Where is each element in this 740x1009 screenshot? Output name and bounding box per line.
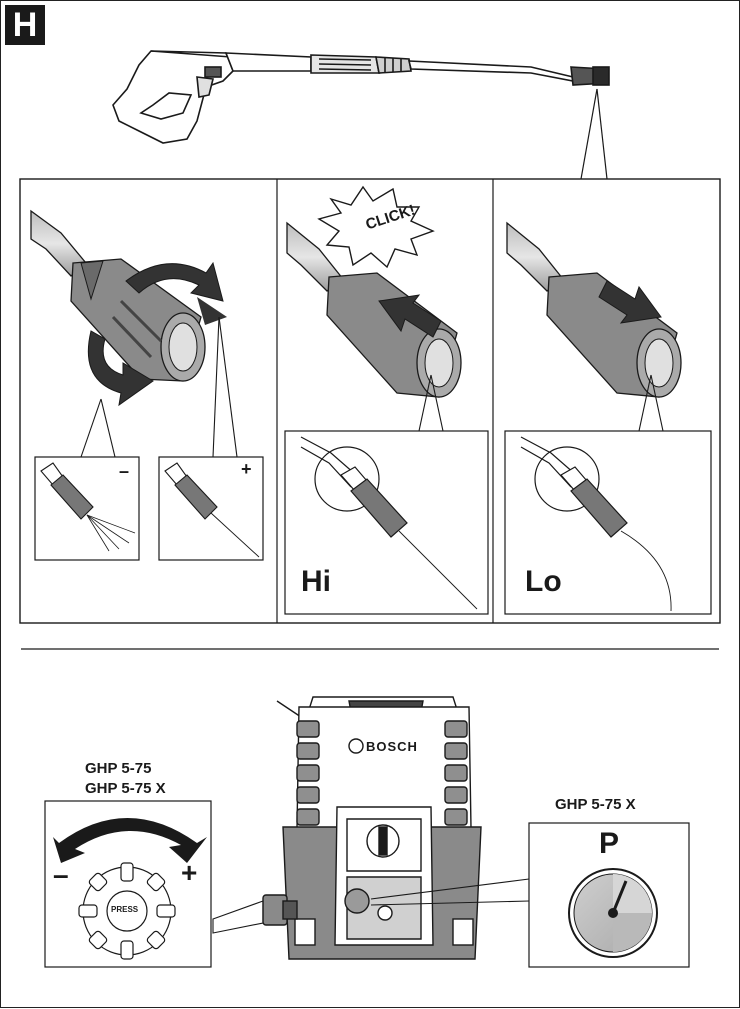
section-tag: H — [5, 5, 45, 45]
hi-nozzle-illustration — [286, 221, 462, 398]
jet-spray-plus-label: + — [241, 459, 252, 479]
brand-emblem-icon — [348, 738, 364, 754]
knob-adjust-arrow — [53, 818, 207, 863]
hi-detail-nozzle — [300, 436, 478, 610]
pressure-gauge — [568, 868, 658, 958]
upper-panel-frame — [19, 178, 721, 624]
click-burst — [317, 185, 435, 269]
knob-plus-label: + — [181, 857, 198, 888]
gauge-letter: P — [599, 827, 620, 860]
lo-detail-nozzle — [520, 436, 672, 612]
knob-minus-label: – — [53, 859, 69, 890]
lo-pressure-label: Lo — [525, 565, 562, 598]
knob-press-text: PRESS — [111, 905, 139, 914]
left-model-line-2: GHP 5-75 X — [85, 780, 166, 797]
right-model-label: GHP 5-75 X — [555, 796, 636, 813]
spray-gun — [112, 50, 610, 144]
pressure-washer — [262, 696, 482, 960]
pressure-knob — [78, 862, 176, 960]
adjustable-nozzle-illustration — [30, 209, 227, 407]
brand-logo-text: BOSCH — [366, 739, 418, 754]
fan-spray-minus-label: – — [119, 461, 130, 481]
hi-pressure-label: Hi — [301, 565, 331, 598]
left-model-line-1: GHP 5-75 — [85, 760, 152, 777]
fan-spray-nozzle — [40, 462, 136, 552]
lo-nozzle-illustration — [506, 221, 682, 398]
jet-spray-nozzle — [164, 462, 260, 558]
